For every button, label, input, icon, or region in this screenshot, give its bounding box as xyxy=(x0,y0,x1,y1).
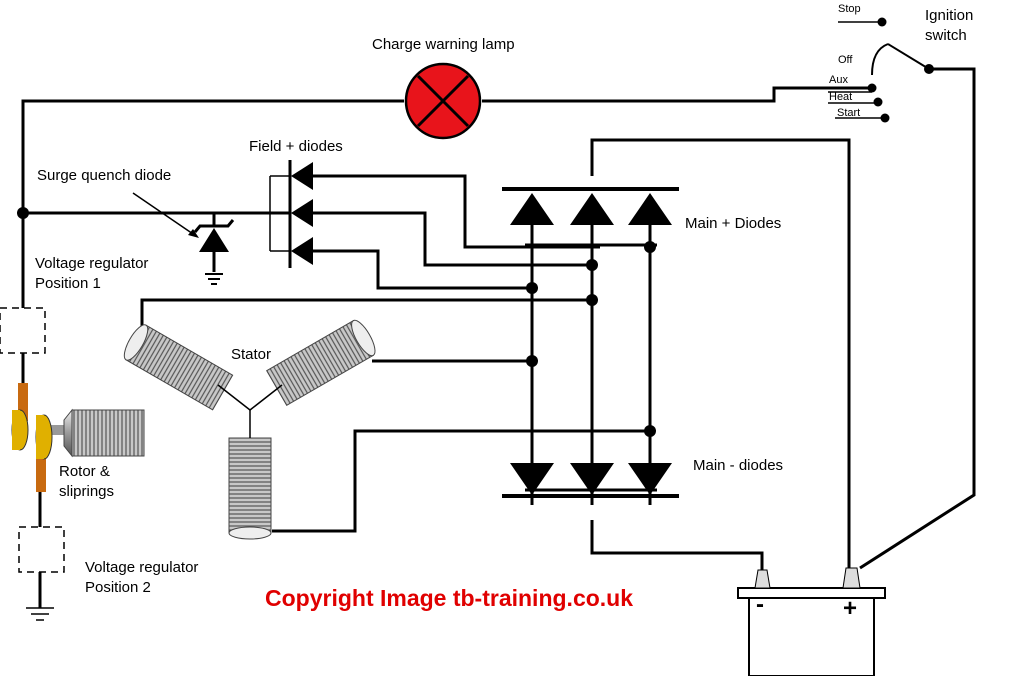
switch-off-label: Off xyxy=(838,54,853,66)
switch-stop-label: Stop xyxy=(838,3,861,15)
ignition-label-line1: Ignition xyxy=(925,7,973,24)
stator-label: Stator xyxy=(231,346,271,363)
stator xyxy=(123,319,376,540)
field-diodes-label: Field + diodes xyxy=(249,138,343,155)
rotor-label-line1: Rotor & xyxy=(59,463,110,480)
rotor-sliprings xyxy=(11,383,145,492)
switch-heat-label: Heat xyxy=(829,91,852,103)
vr1-label-line2: Position 1 xyxy=(35,275,101,292)
main-minus-diodes xyxy=(502,463,679,498)
surge-diode-label: Surge quench diode xyxy=(37,167,171,184)
copyright-text: Copyright Image tb-training.co.uk xyxy=(265,585,633,611)
ignition-switch xyxy=(828,17,934,123)
field-diodes xyxy=(269,160,313,268)
ground-symbol xyxy=(26,607,54,621)
main-minus-label: Main - diodes xyxy=(693,457,783,474)
switch-aux-label: Aux xyxy=(829,74,848,86)
main-plus-diodes xyxy=(502,187,679,225)
charge-warning-lamp xyxy=(404,62,482,140)
switch-start-label: Start xyxy=(837,107,860,119)
ignition-label-line2: switch xyxy=(925,27,967,44)
rotor-label-line2: sliprings xyxy=(59,483,114,500)
battery-minus-label: - xyxy=(756,591,764,618)
vr2-label-line2: Position 2 xyxy=(85,579,151,596)
surge-quench-diode xyxy=(132,192,235,285)
voltage-regulator-2 xyxy=(18,526,65,573)
charge-lamp-label: Charge warning lamp xyxy=(372,36,515,53)
vr2-label-line1: Voltage regulator xyxy=(85,559,198,576)
vr1-label-line1: Voltage regulator xyxy=(35,255,148,272)
main-plus-label: Main + Diodes xyxy=(685,215,781,232)
voltage-regulator-1 xyxy=(0,307,46,354)
battery-plus-label: + xyxy=(843,595,857,622)
battery xyxy=(737,567,886,676)
junction-dots xyxy=(17,207,656,437)
